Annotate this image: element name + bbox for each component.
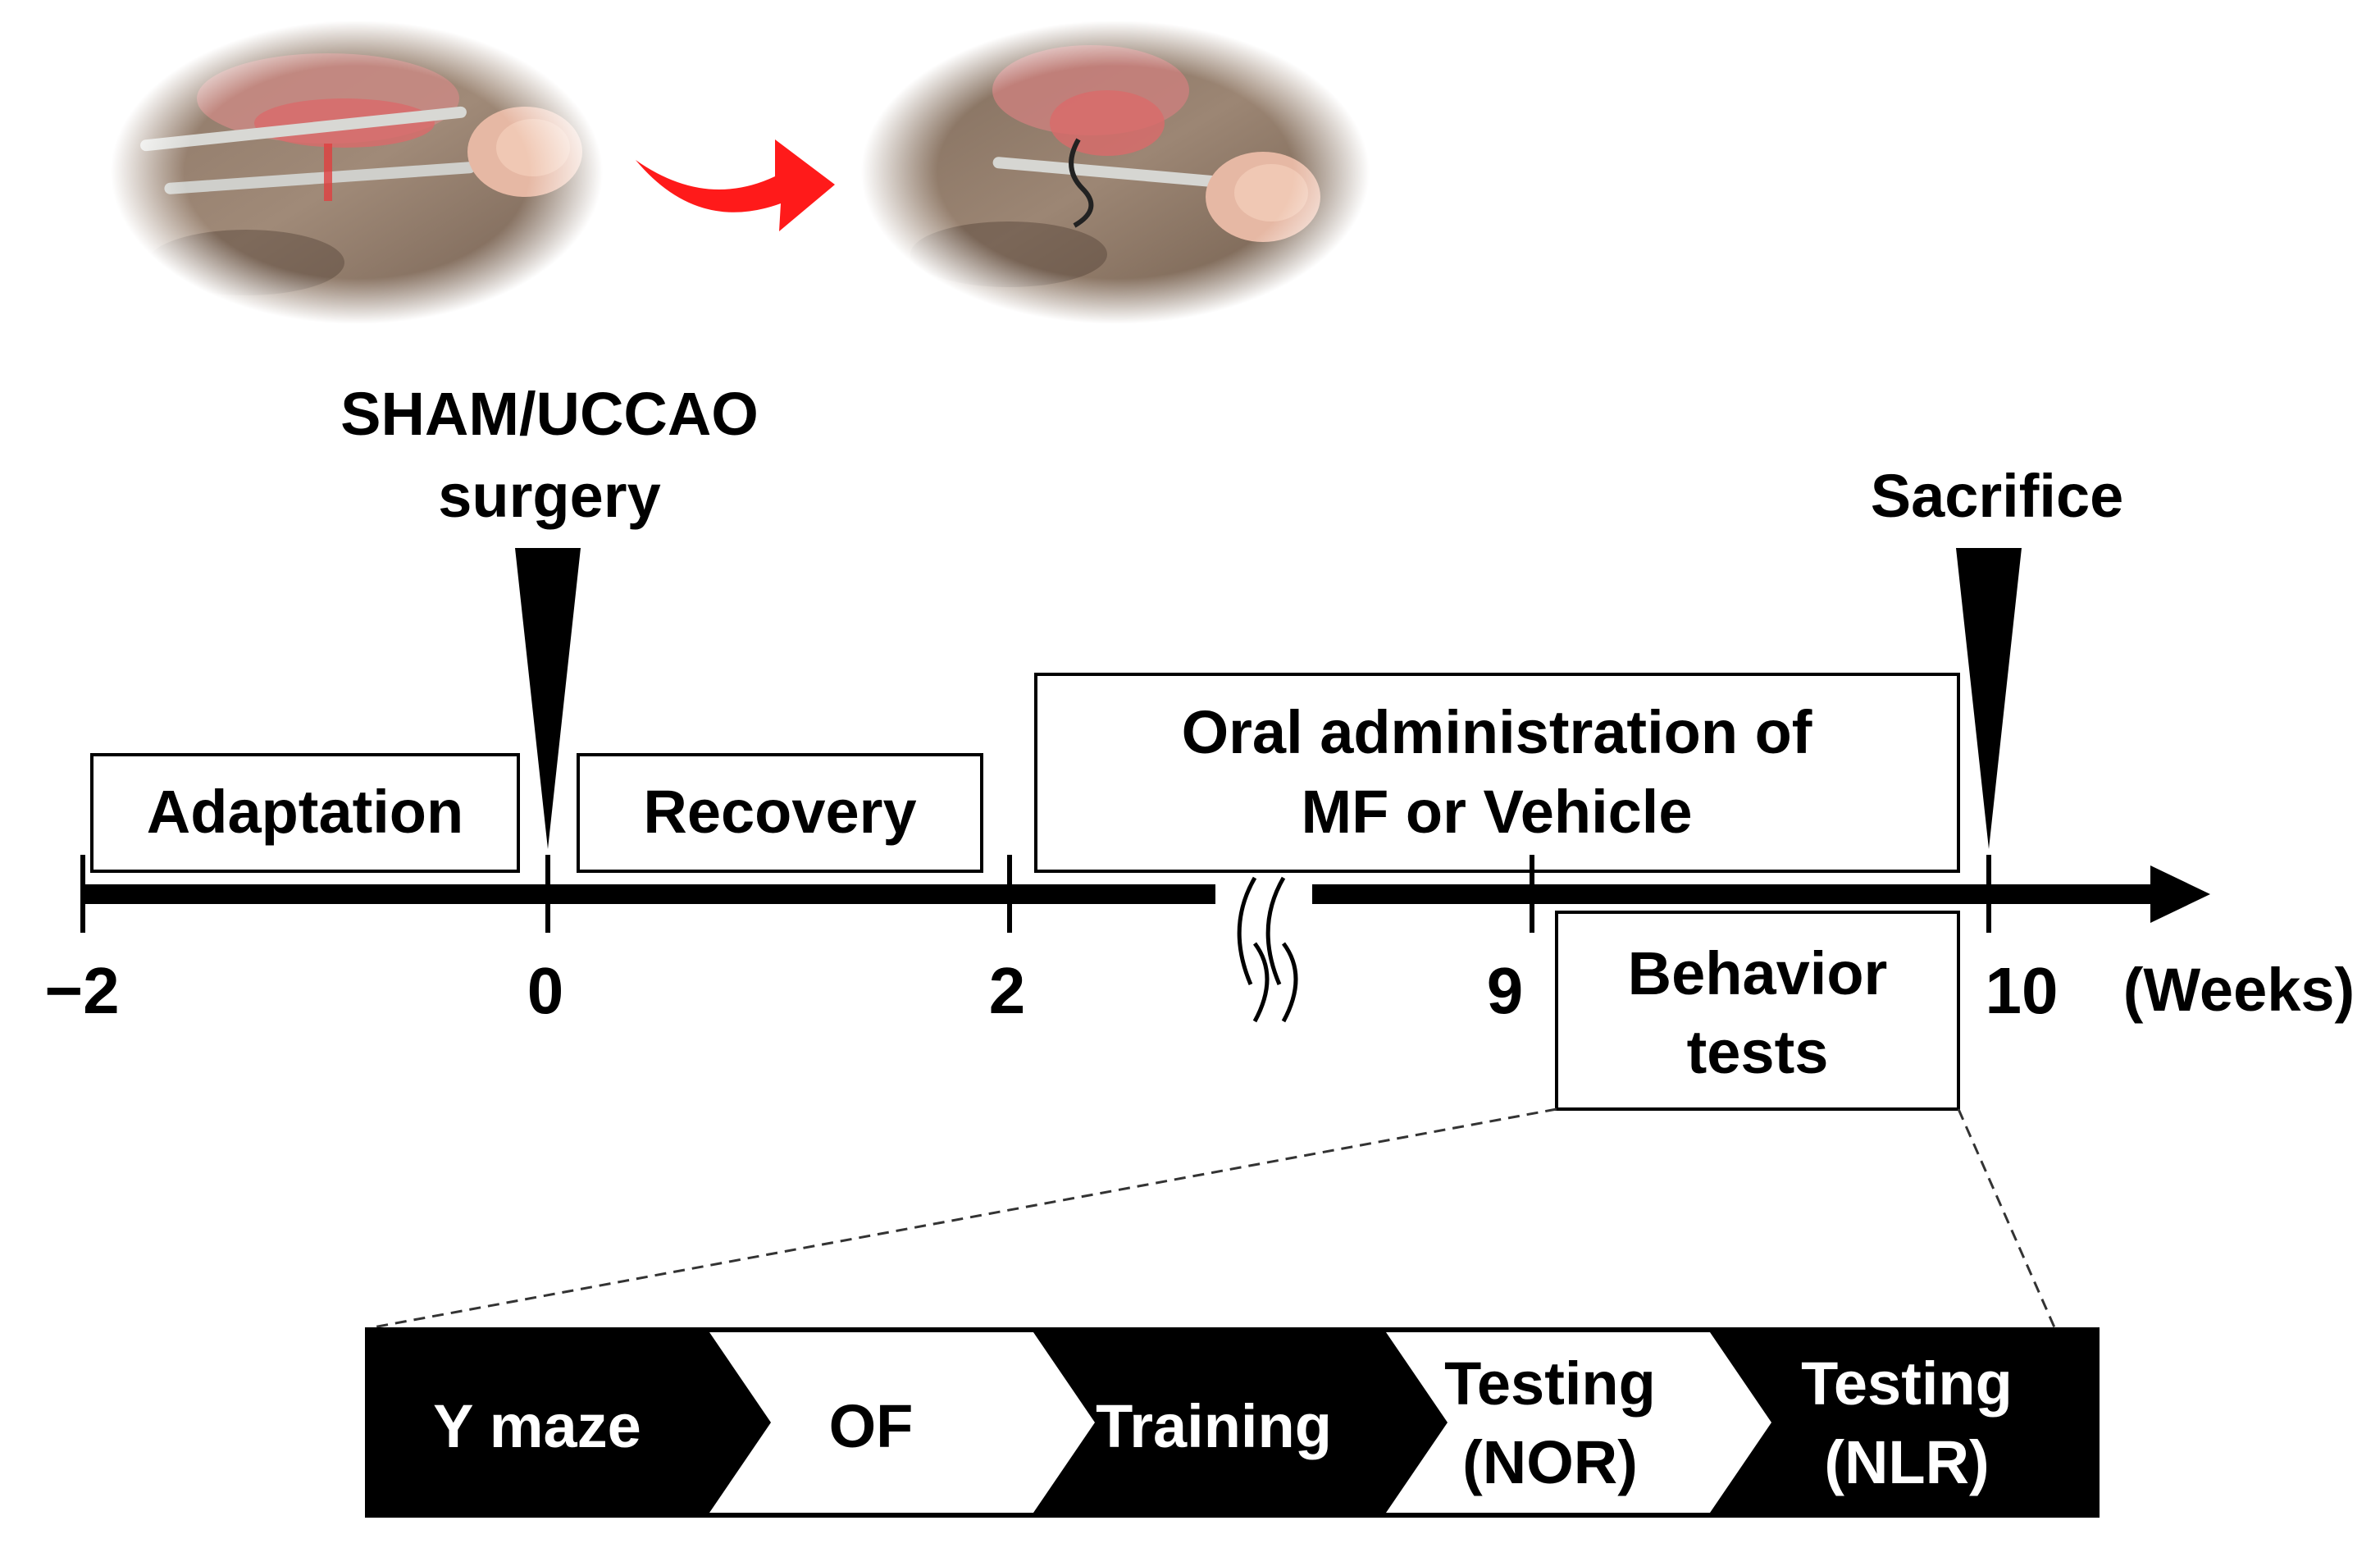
behavior-tests-line2: tests xyxy=(1687,1018,1829,1086)
tick-label-2: 2 xyxy=(989,954,1026,1027)
surgery-photo-before xyxy=(111,21,603,324)
sequence-step-testing-nlr-line1: Testing xyxy=(1801,1349,2013,1418)
sequence-step-of-label: OF xyxy=(829,1392,914,1460)
tick-label-9: 9 xyxy=(1487,954,1524,1027)
tick-label-0: 0 xyxy=(527,954,564,1027)
axis-unit-label: (Weeks) xyxy=(2123,956,2355,1024)
recovery-box xyxy=(577,753,983,873)
surgery-marker xyxy=(515,548,581,849)
zoom-line-left xyxy=(372,1107,1557,1329)
tick-label-minus-2: −2 xyxy=(44,954,119,1027)
sequence-step-training-label: Training xyxy=(1096,1392,1332,1460)
sequence-step-of xyxy=(709,1332,1095,1513)
zoom-line-right xyxy=(1957,1108,2056,1328)
sequence-step-testing-nor xyxy=(1386,1332,1771,1513)
surgery-label-line1: SHAM/UCCAO xyxy=(340,380,759,448)
sequence-step-testing-nlr-line2: (NLR) xyxy=(1824,1428,1989,1496)
behavior-sequence-bar xyxy=(365,1327,2100,1518)
sacrifice-label: Sacrifice xyxy=(1871,462,2124,530)
sequence-step-testing-nor-line1: Testing xyxy=(1444,1349,1656,1418)
timeline-axis xyxy=(80,855,2210,1023)
oral-administration-line1: Oral administration of xyxy=(1182,698,1812,766)
adaptation-box xyxy=(90,753,520,873)
surgery-photo-after xyxy=(861,21,1370,324)
sacrifice-marker xyxy=(1956,548,2022,849)
sequence-step-testing-nor-line2: (NOR) xyxy=(1462,1428,1638,1496)
oral-administration-box xyxy=(1034,673,1960,873)
oral-administration-line2: MF or Vehicle xyxy=(1301,778,1692,846)
sequence-step-y-maze-label: Y maze xyxy=(433,1392,641,1460)
surgery-label-line2: surgery xyxy=(438,462,660,530)
tick-label-10: 10 xyxy=(1986,954,2059,1027)
adaptation-label: Adaptation xyxy=(147,778,463,846)
transition-arrow xyxy=(636,139,835,231)
behavior-tests-line1: Behavior xyxy=(1628,939,1888,1007)
recovery-label: Recovery xyxy=(643,778,916,846)
behavior-tests-box xyxy=(1555,911,1960,1111)
